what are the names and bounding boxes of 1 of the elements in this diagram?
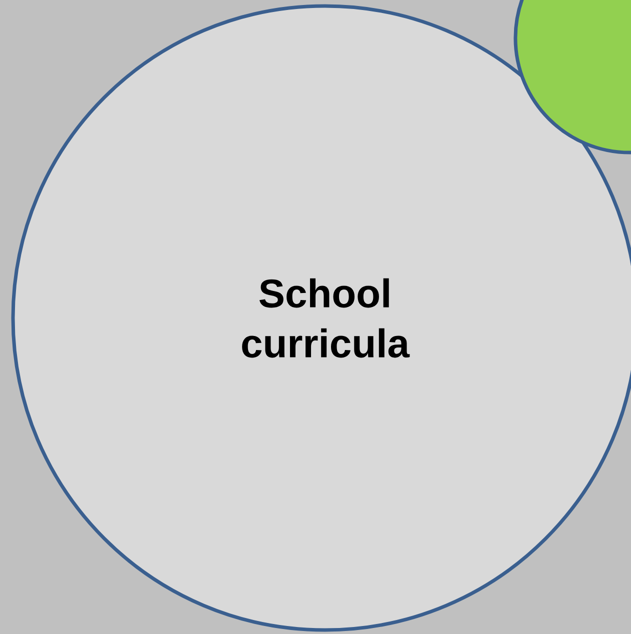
- circle-shape: [514, 0, 631, 154]
